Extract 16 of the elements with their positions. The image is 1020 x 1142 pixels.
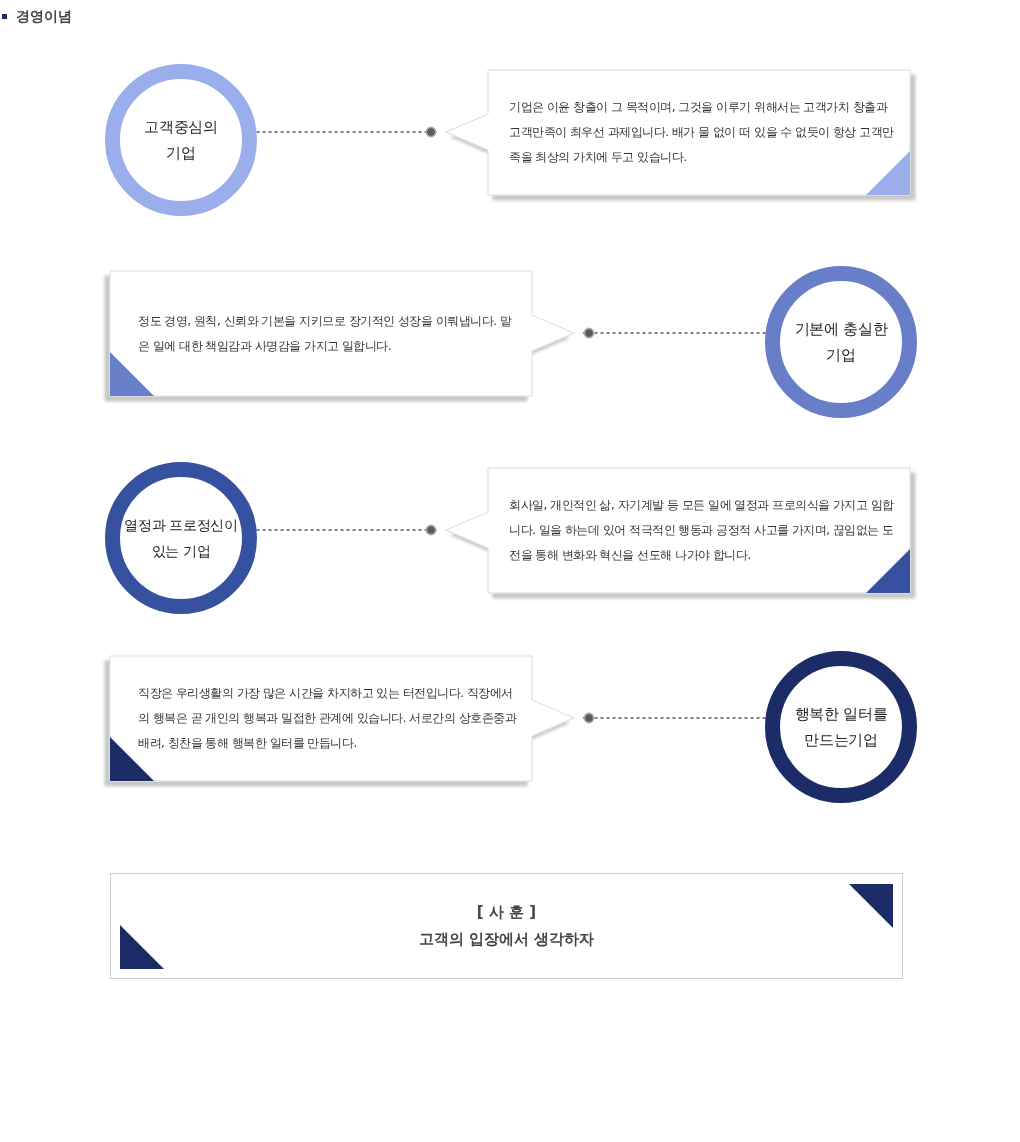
callout-text: 회사일, 개인적인 삶, 자기계발 등 모든 일에 열정과 프로의식을 가지고 임합니다. 일을 하는데 있어 적극적인 행동과 긍정적 사고를 가지며, 끊임없는 도전을 통해 변화와 혁신을 선도해 나가야 합니다.: [509, 497, 895, 564]
page-title: 경영이념: [16, 7, 72, 26]
motto-panel: [110, 873, 903, 979]
circle-label: 기본에 충실한 기업: [793, 319, 889, 366]
callout-text: 직장은 우리생활의 가장 많은 시간을 차지하고 있는 터전입니다. 직장에서의 행복은 곧 개인의 행복과 밀접한 관계에 있습니다. 서로간의 상호존중과 배려, 칭찬을 통해 행복한 일터를 만듭니다.: [138, 685, 518, 752]
callout-text: 기업은 이윤 창출이 그 목적이며, 그것을 이루기 위해서는 고객가치 창출과 고객만족이 최우선 과제입니다. 배가 물 없이 떠 있을 수 없듯이 항상 고객만족을 최상의 가치에 두고 있습니다.: [509, 99, 895, 166]
circle-label: 고객중심의 기업: [143, 117, 219, 164]
dashed-connector: [582, 712, 767, 724]
circle-label: 열정과 프로정신이 있는 기업: [123, 516, 239, 561]
dashed-connector: [255, 126, 438, 138]
callout-text: 정도 경영, 원칙, 신뢰와 기본을 지키므로 장기적인 성장을 이뤄냅니다. 맡은 일에 대한 책임감과 사명감을 가지고 일합니다.: [138, 312, 513, 355]
dashed-connector: [255, 524, 438, 536]
motto-heading: [ 사 훈 ]: [476, 902, 537, 923]
dashed-connector: [582, 327, 767, 339]
motto-text: 고객의 입장에서 생각하자: [418, 929, 595, 950]
circle-label: 행복한 일터를 만드는기업: [793, 704, 889, 751]
